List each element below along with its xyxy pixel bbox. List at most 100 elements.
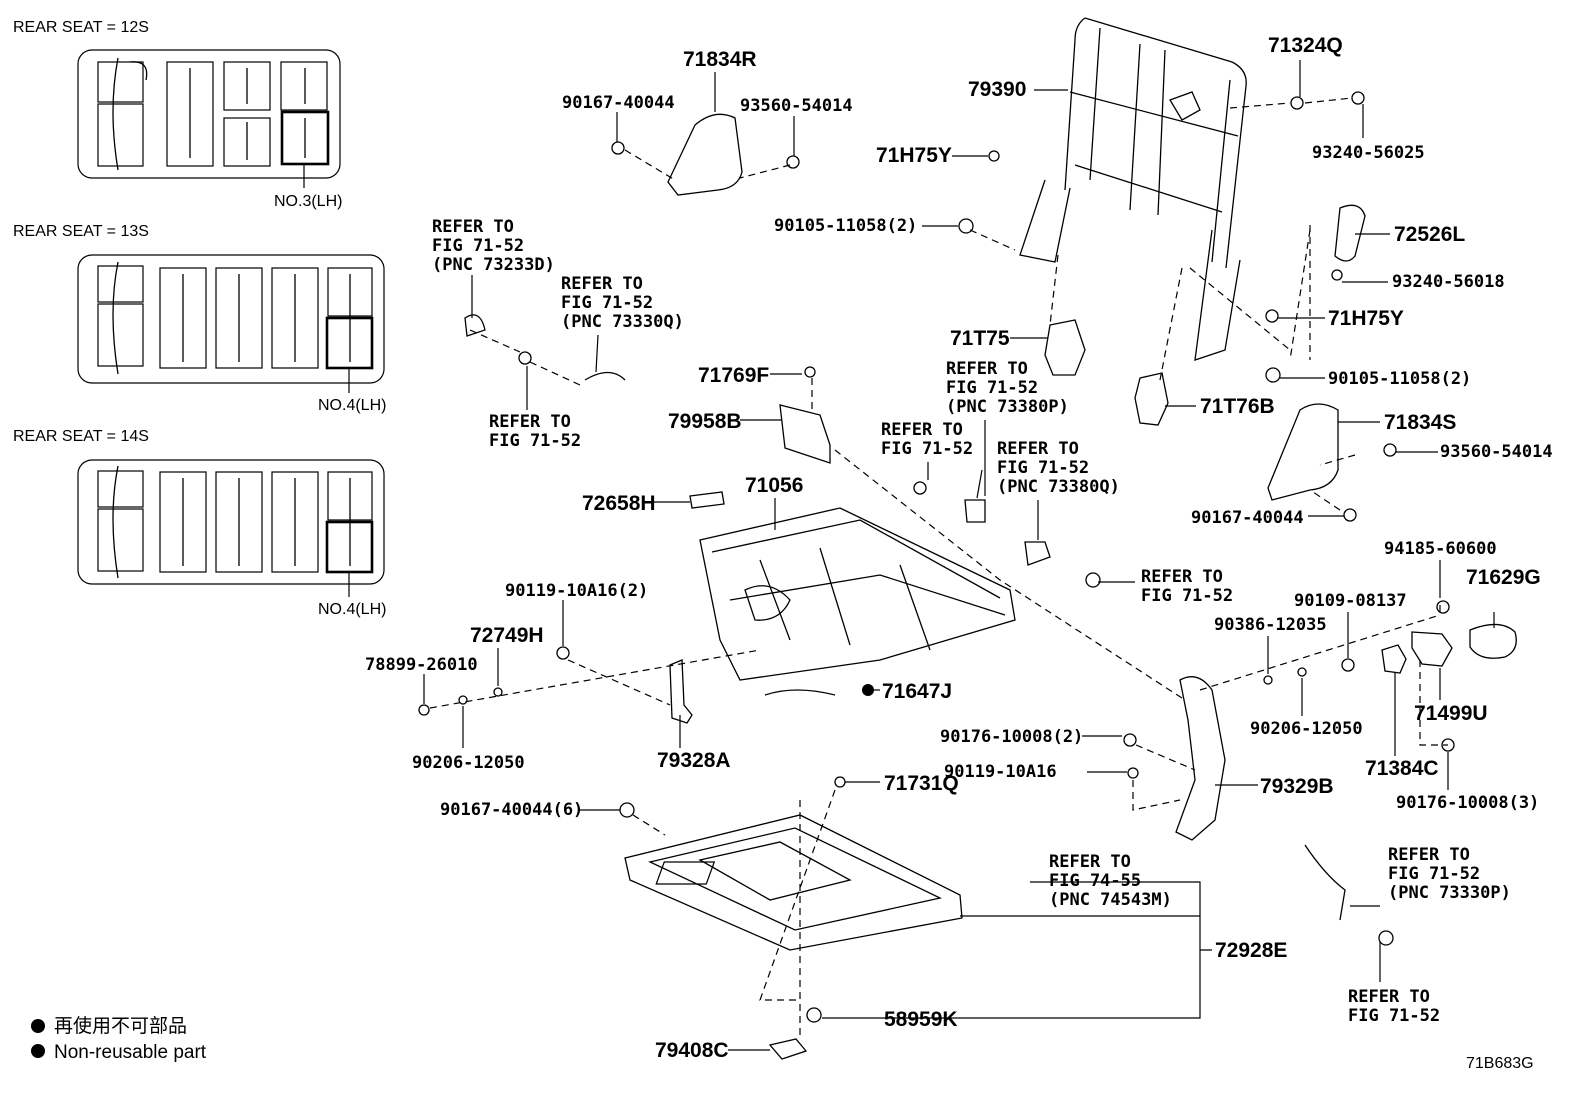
seat-belt-lines <box>182 478 351 566</box>
refer-line: FIG 71-52 <box>1348 1006 1440 1026</box>
label-79329b: 79329B <box>1260 775 1334 798</box>
label-71384c: 71384C <box>1365 757 1439 780</box>
refer-line: REFER TO <box>997 439 1079 459</box>
cover-71834s <box>1267 403 1339 501</box>
bolt <box>619 802 635 818</box>
harness-ref <box>584 371 626 381</box>
refer-line: REFER TO <box>561 274 643 294</box>
bolt <box>518 351 532 365</box>
seat-config-13s: REAR SEAT = 13S NO.4(LH) <box>13 223 386 414</box>
refer-line: REFER TO <box>1388 845 1470 865</box>
bolt <box>786 155 800 169</box>
seat-config-12s: REAR SEAT = 12S NO.3(LH) <box>13 19 342 210</box>
refer-line: REFER TO <box>881 420 963 440</box>
seat-outline <box>112 261 119 375</box>
bolt <box>1383 443 1397 457</box>
part-71629g <box>1469 623 1517 659</box>
refer-line: (PNC 73380Q) <box>997 477 1120 497</box>
label-90119-10a16: 90119-10A16(2) <box>505 581 648 601</box>
seat-block <box>97 265 144 303</box>
bolt <box>1341 658 1355 672</box>
leaders <box>423 60 1495 1051</box>
seat-block <box>215 267 263 369</box>
label-79958b: 79958B <box>668 410 742 433</box>
seat-config-note: NO.3(LH) <box>274 193 342 210</box>
refer-line: FIG 71-52 <box>489 431 581 451</box>
part-labels: 71834R 90167-40044 93560-54014 79390 713… <box>365 34 1553 1062</box>
label-93560-54014: 93560-54014 <box>1440 442 1553 462</box>
seat-block <box>223 117 271 167</box>
part-71384c <box>1381 644 1407 674</box>
washer <box>458 695 468 705</box>
seatback-frame-79390 <box>1019 17 1247 361</box>
label-93240-56018: 93240-56018 <box>1392 272 1505 292</box>
seat-block <box>97 508 144 572</box>
seat-block <box>97 470 144 508</box>
seat-config-note: NO.4(LH) <box>318 601 386 618</box>
label-90119-10a16: 90119-10A16 <box>944 762 1057 782</box>
bolt <box>1127 767 1139 779</box>
clip-71647j <box>764 689 836 696</box>
seat-block <box>159 267 207 369</box>
seat-block <box>97 103 144 167</box>
bolt <box>1265 367 1281 383</box>
label-72526l: 72526L <box>1394 223 1465 246</box>
seat-belt-lines <box>182 274 351 362</box>
seat-block <box>223 61 271 111</box>
label-93240-56025: 93240-56025 <box>1312 143 1425 163</box>
seat-config-note: NO.4(LH) <box>318 397 386 414</box>
label-90167-40044: 90167-40044 <box>1191 508 1304 528</box>
clip <box>834 776 846 788</box>
refer-line: FIG 71-52 <box>1141 586 1233 606</box>
cushion-panel-72928e <box>624 814 963 951</box>
refer-line: REFER TO <box>1141 567 1223 587</box>
nut <box>1290 96 1304 110</box>
fasteners <box>418 91 1455 1023</box>
refer-line: FIG 71-52 <box>946 378 1038 398</box>
cushion-frame-71056 <box>699 507 1016 681</box>
assembly-lines <box>429 97 1448 1035</box>
part-72658h <box>689 491 725 509</box>
label-90386-12035: 90386-12035 <box>1214 615 1327 635</box>
washer <box>493 687 503 697</box>
refer-line: FIG 71-52 <box>997 458 1089 478</box>
part-79958b <box>779 404 831 464</box>
refer-line: REFER TO <box>1049 852 1131 872</box>
screw <box>1265 309 1279 323</box>
seat-config-14s: REAR SEAT = 14S NO.4(LH) <box>13 428 386 618</box>
highlight-seat <box>280 110 330 166</box>
label-58959k: 58959K <box>884 1008 958 1031</box>
refer-line: REFER TO <box>432 217 514 237</box>
bolt <box>1343 508 1357 522</box>
refer-line: (PNC 73233D) <box>432 255 555 275</box>
label-90176-10008: 90176-10008(2) <box>940 727 1083 747</box>
screw <box>988 150 1000 162</box>
refer-note: REFER TO FIG 71-52 (PNC 73380Q) <box>997 439 1120 497</box>
label-90105-11058: 90105-11058(2) <box>774 216 917 236</box>
seat-block <box>159 471 207 573</box>
label-71t75: 71T75 <box>950 327 1010 350</box>
figure-code: 71B683G <box>1466 1055 1534 1072</box>
legend-jp: 再使用不可部品 <box>54 1015 187 1037</box>
bolt <box>1378 930 1394 946</box>
clip-ref-73380q <box>1024 541 1051 566</box>
belt-ref <box>1304 844 1346 921</box>
refer-line: (PNC 74543M) <box>1049 890 1172 910</box>
refer-line: (PNC 73380P) <box>946 397 1069 417</box>
seat-config-frame <box>77 254 385 384</box>
washer <box>1297 667 1307 677</box>
clip <box>1123 733 1137 747</box>
refer-note: REFER TO FIG 71-52 <box>489 412 581 451</box>
label-78899-26010: 78899-26010 <box>365 655 478 675</box>
refer-note: REFER TO FIG 71-52 <box>1348 987 1440 1026</box>
seat-block <box>97 61 144 103</box>
label-94185-60600: 94185-60600 <box>1384 539 1497 559</box>
refer-note: REFER TO FIG 71-52 (PNC 73233D) <box>432 217 555 275</box>
seat-config-title: REAR SEAT = 13S <box>13 223 149 240</box>
refer-line: (PNC 73330P) <box>1388 883 1511 903</box>
bolt <box>958 218 974 234</box>
washer <box>1263 675 1273 685</box>
label-90206-12050: 90206-12050 <box>1250 719 1363 739</box>
refer-note: REFER TO FIG 71-52 <box>1141 567 1233 606</box>
part-72526l <box>1334 204 1366 262</box>
